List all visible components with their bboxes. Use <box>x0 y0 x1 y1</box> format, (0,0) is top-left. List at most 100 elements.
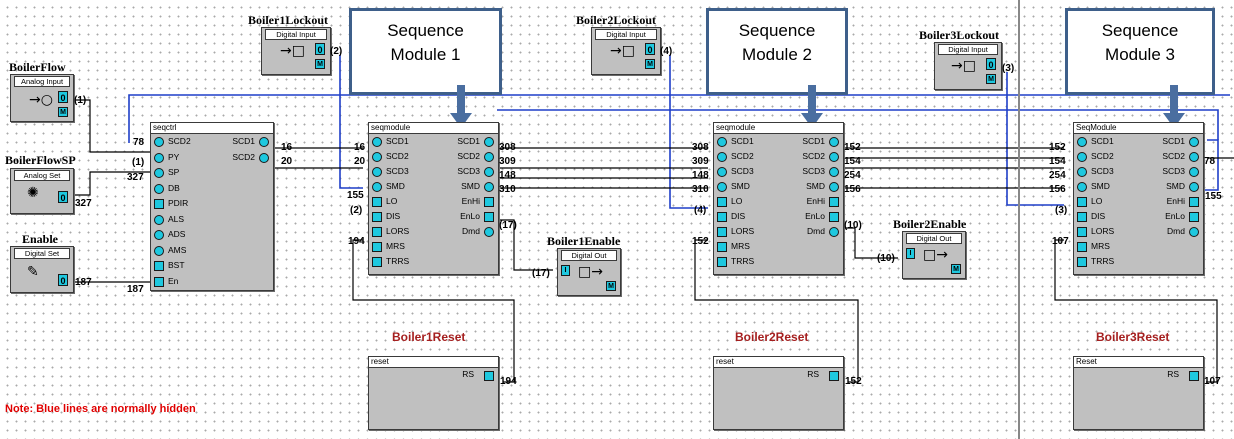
input-pin-scd1[interactable] <box>1077 137 1087 147</box>
input-pin-lo[interactable] <box>1077 197 1087 207</box>
input-pin-db[interactable] <box>154 183 164 194</box>
input-pin-mrs[interactable] <box>717 242 727 252</box>
output-pin-scd2[interactable] <box>1189 152 1199 162</box>
input-pin-smd[interactable] <box>717 182 727 192</box>
block-caption: Digital Set <box>14 248 70 259</box>
output-pin-scd1[interactable] <box>484 137 494 147</box>
output-pin-scd1[interactable] <box>829 137 839 147</box>
block-caption: Analog Input <box>14 76 70 87</box>
callout-line: Module 1 <box>390 45 461 64</box>
pin-label: TRRS <box>1091 256 1115 266</box>
digital-input-block-3[interactable]: Digital Input →□ 0 M <box>934 42 1002 90</box>
pin-label: TRRS <box>731 256 755 266</box>
input-pin-als[interactable] <box>154 214 164 225</box>
output-pin-smd[interactable] <box>484 182 494 192</box>
wire-number: (1) <box>74 95 87 106</box>
pin-label: SCD3 <box>1162 166 1185 176</box>
output-pin-scd1[interactable] <box>1189 137 1199 147</box>
pin-label: SCD3 <box>386 166 409 176</box>
input-pin-scd3[interactable] <box>1077 167 1087 177</box>
pin-label: ADS <box>168 229 186 239</box>
output-pin-dmd[interactable] <box>829 227 839 237</box>
digital-input-block-2[interactable]: Digital Input →□ 0 M <box>591 27 661 75</box>
input-pin-smd[interactable] <box>372 182 382 192</box>
output-pin-smd[interactable] <box>1189 182 1199 192</box>
pin-label: Dmd <box>1167 226 1185 236</box>
output-pin-rs[interactable] <box>484 371 494 381</box>
output-pin-enhi[interactable] <box>829 197 839 207</box>
input-pin-dis[interactable] <box>717 212 727 222</box>
digital-input-block-1[interactable]: Digital Input →□ 0 M <box>261 27 331 75</box>
block-caption: Digital Out <box>906 233 962 244</box>
input-pin-scd1[interactable] <box>372 137 382 147</box>
digital-set-block[interactable]: Digital Set ✎ 0 <box>10 246 74 293</box>
input-pin-dis[interactable] <box>372 212 382 222</box>
output-pin-enhi[interactable] <box>1189 197 1199 207</box>
input-pin-scd1[interactable] <box>717 137 727 147</box>
wire-number: 152 <box>692 236 709 247</box>
input-pin-mrs[interactable] <box>372 242 382 252</box>
input-pin-ads[interactable] <box>154 230 164 240</box>
input-pin-lors[interactable] <box>1077 227 1087 237</box>
output-pin-smd[interactable] <box>829 182 839 192</box>
pin-label: ALS <box>168 213 185 224</box>
output-pin-enhi[interactable] <box>484 197 494 207</box>
input-pin-lo[interactable] <box>372 197 382 207</box>
input-pin-lors[interactable] <box>372 227 382 237</box>
output-pin-scd2[interactable] <box>484 152 494 162</box>
input-pin-mrs[interactable] <box>1077 242 1087 252</box>
output-pin-rs[interactable] <box>829 371 839 381</box>
input-pin-smd[interactable] <box>1077 182 1087 192</box>
reset-block-2[interactable]: reset RS <box>713 356 844 430</box>
output-pin-dmd[interactable] <box>1189 227 1199 237</box>
wire-number: (10) <box>844 220 862 231</box>
input-pin-lo[interactable] <box>717 197 727 207</box>
input-pin-scd2[interactable] <box>372 152 382 162</box>
callout-line: Sequence <box>738 21 816 40</box>
value-box: 0 <box>58 91 68 103</box>
input-pin-trrs[interactable] <box>372 257 382 267</box>
input-pin-scd2[interactable] <box>1077 152 1087 162</box>
input-pin-lors[interactable] <box>717 227 727 237</box>
pin-label: EnHi <box>806 196 825 206</box>
input-pin-bst[interactable] <box>154 261 164 271</box>
label-boiler2-enable: Boiler2Enable <box>893 217 967 231</box>
input-pin-en[interactable] <box>154 276 164 287</box>
input-pin-trrs[interactable] <box>717 257 727 267</box>
output-pin-enlo[interactable] <box>1189 212 1199 222</box>
reset-block-3[interactable]: Reset RS <box>1073 356 1204 430</box>
wire-number: 327 <box>127 172 144 183</box>
input-pin-dis[interactable] <box>1077 212 1087 222</box>
analog-input-block[interactable]: Analog Input →○ 0 M <box>10 74 74 122</box>
output-pin-scd2[interactable] <box>829 152 839 162</box>
output-pin-scd2[interactable] <box>259 152 269 163</box>
output-pin-scd3[interactable] <box>484 167 494 177</box>
input-pin-py[interactable] <box>154 152 164 163</box>
reset-block-1[interactable]: reset RS <box>368 356 499 430</box>
output-pin-scd1[interactable] <box>259 137 269 147</box>
output-pin-rs[interactable] <box>1189 371 1199 381</box>
input-pin-ams[interactable] <box>154 245 164 256</box>
digital-out-block-1[interactable]: Digital Out I □→ M <box>557 248 621 296</box>
input-pin-scd3[interactable] <box>717 167 727 177</box>
input-pin-scd2[interactable] <box>717 152 727 162</box>
input-pin-scd2[interactable] <box>154 137 164 147</box>
input-pin-sp[interactable] <box>154 168 164 178</box>
analog-set-block[interactable]: Analog Set ✺ 0 <box>10 168 74 214</box>
output-pin-dmd[interactable] <box>484 227 494 237</box>
output-pin-scd3[interactable] <box>829 167 839 177</box>
input-pin-trrs[interactable] <box>1077 257 1087 267</box>
digital-out-block-2[interactable]: Digital Out I □→ M <box>902 231 966 279</box>
input-pin-scd3[interactable] <box>372 167 382 177</box>
block-caption: Digital Input <box>938 44 998 55</box>
output-pin-enlo[interactable] <box>484 212 494 222</box>
input-pin-pdir[interactable] <box>154 199 164 209</box>
pin-label: SCD1 <box>1091 136 1114 146</box>
output-pin-scd3[interactable] <box>1189 167 1199 177</box>
pin-label: SP <box>168 167 180 177</box>
output-pin-enlo[interactable] <box>829 212 839 222</box>
